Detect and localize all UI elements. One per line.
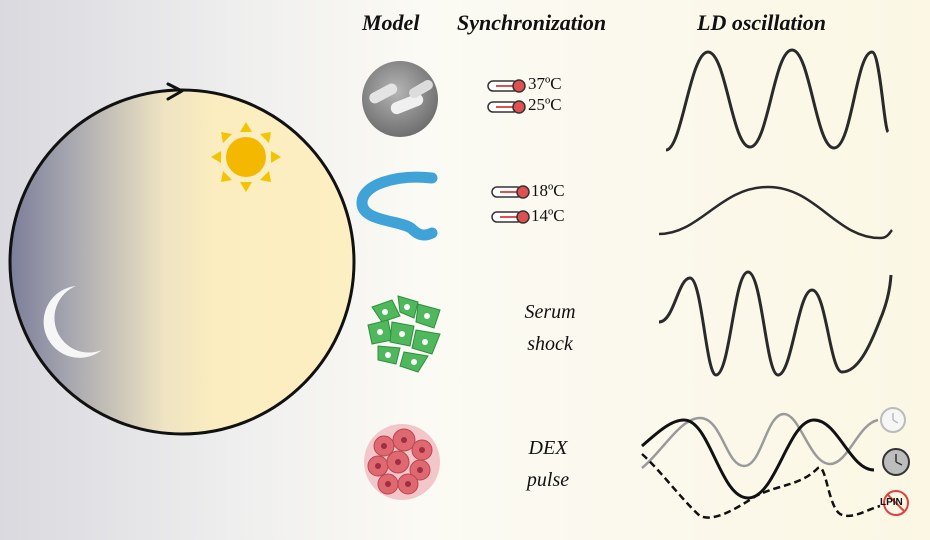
dex-pulse-label: DEX pulse [498,432,598,496]
pulse-label: pulse [526,469,570,491]
model-header: Model [362,10,420,35]
clock-icon-dark [882,448,910,476]
temp-label-37: 37ºC [528,74,562,93]
oscillation-curve-dashed [641,453,881,519]
thermometer-icon [487,100,526,114]
serum-shock-label: Serum shock [500,296,600,360]
cell-nuclei [377,304,430,365]
temp-label-25: 25ºC [528,95,562,114]
cycle-arrow-icon [166,82,184,101]
lpin-inhibition-icon [883,490,909,516]
dex-label: DEX [528,437,568,459]
thermometer-icon [487,79,526,93]
lpin-label: LPIN [880,497,903,508]
sun-icon [211,122,281,192]
shock-label: shock [527,333,573,355]
oscillation-curve-worm [658,185,893,240]
oscillation-curve-black [641,418,875,500]
temp-label-18: 18ºC [531,181,565,200]
synchronization-header: Synchronization [457,10,607,35]
clock-icon-light [880,407,906,433]
moon-icon [43,286,102,358]
oscillation-curve-grey [641,412,879,469]
oscillation-curve-serum [658,270,893,377]
temp-label-14: 14ºC [531,206,565,225]
day-night-circle [8,88,356,436]
oscillation-header: LD oscillation [697,10,826,35]
serum-label: Serum [524,301,576,323]
thermometer-icon [491,185,530,199]
thermometer-icon [491,210,530,224]
oscillation-curve-bacteria [665,48,890,152]
worm-icon [356,171,438,241]
day-night-cycle [8,82,356,436]
bacteria-icon [362,61,438,137]
tumor-spheroid-icon [364,424,440,500]
